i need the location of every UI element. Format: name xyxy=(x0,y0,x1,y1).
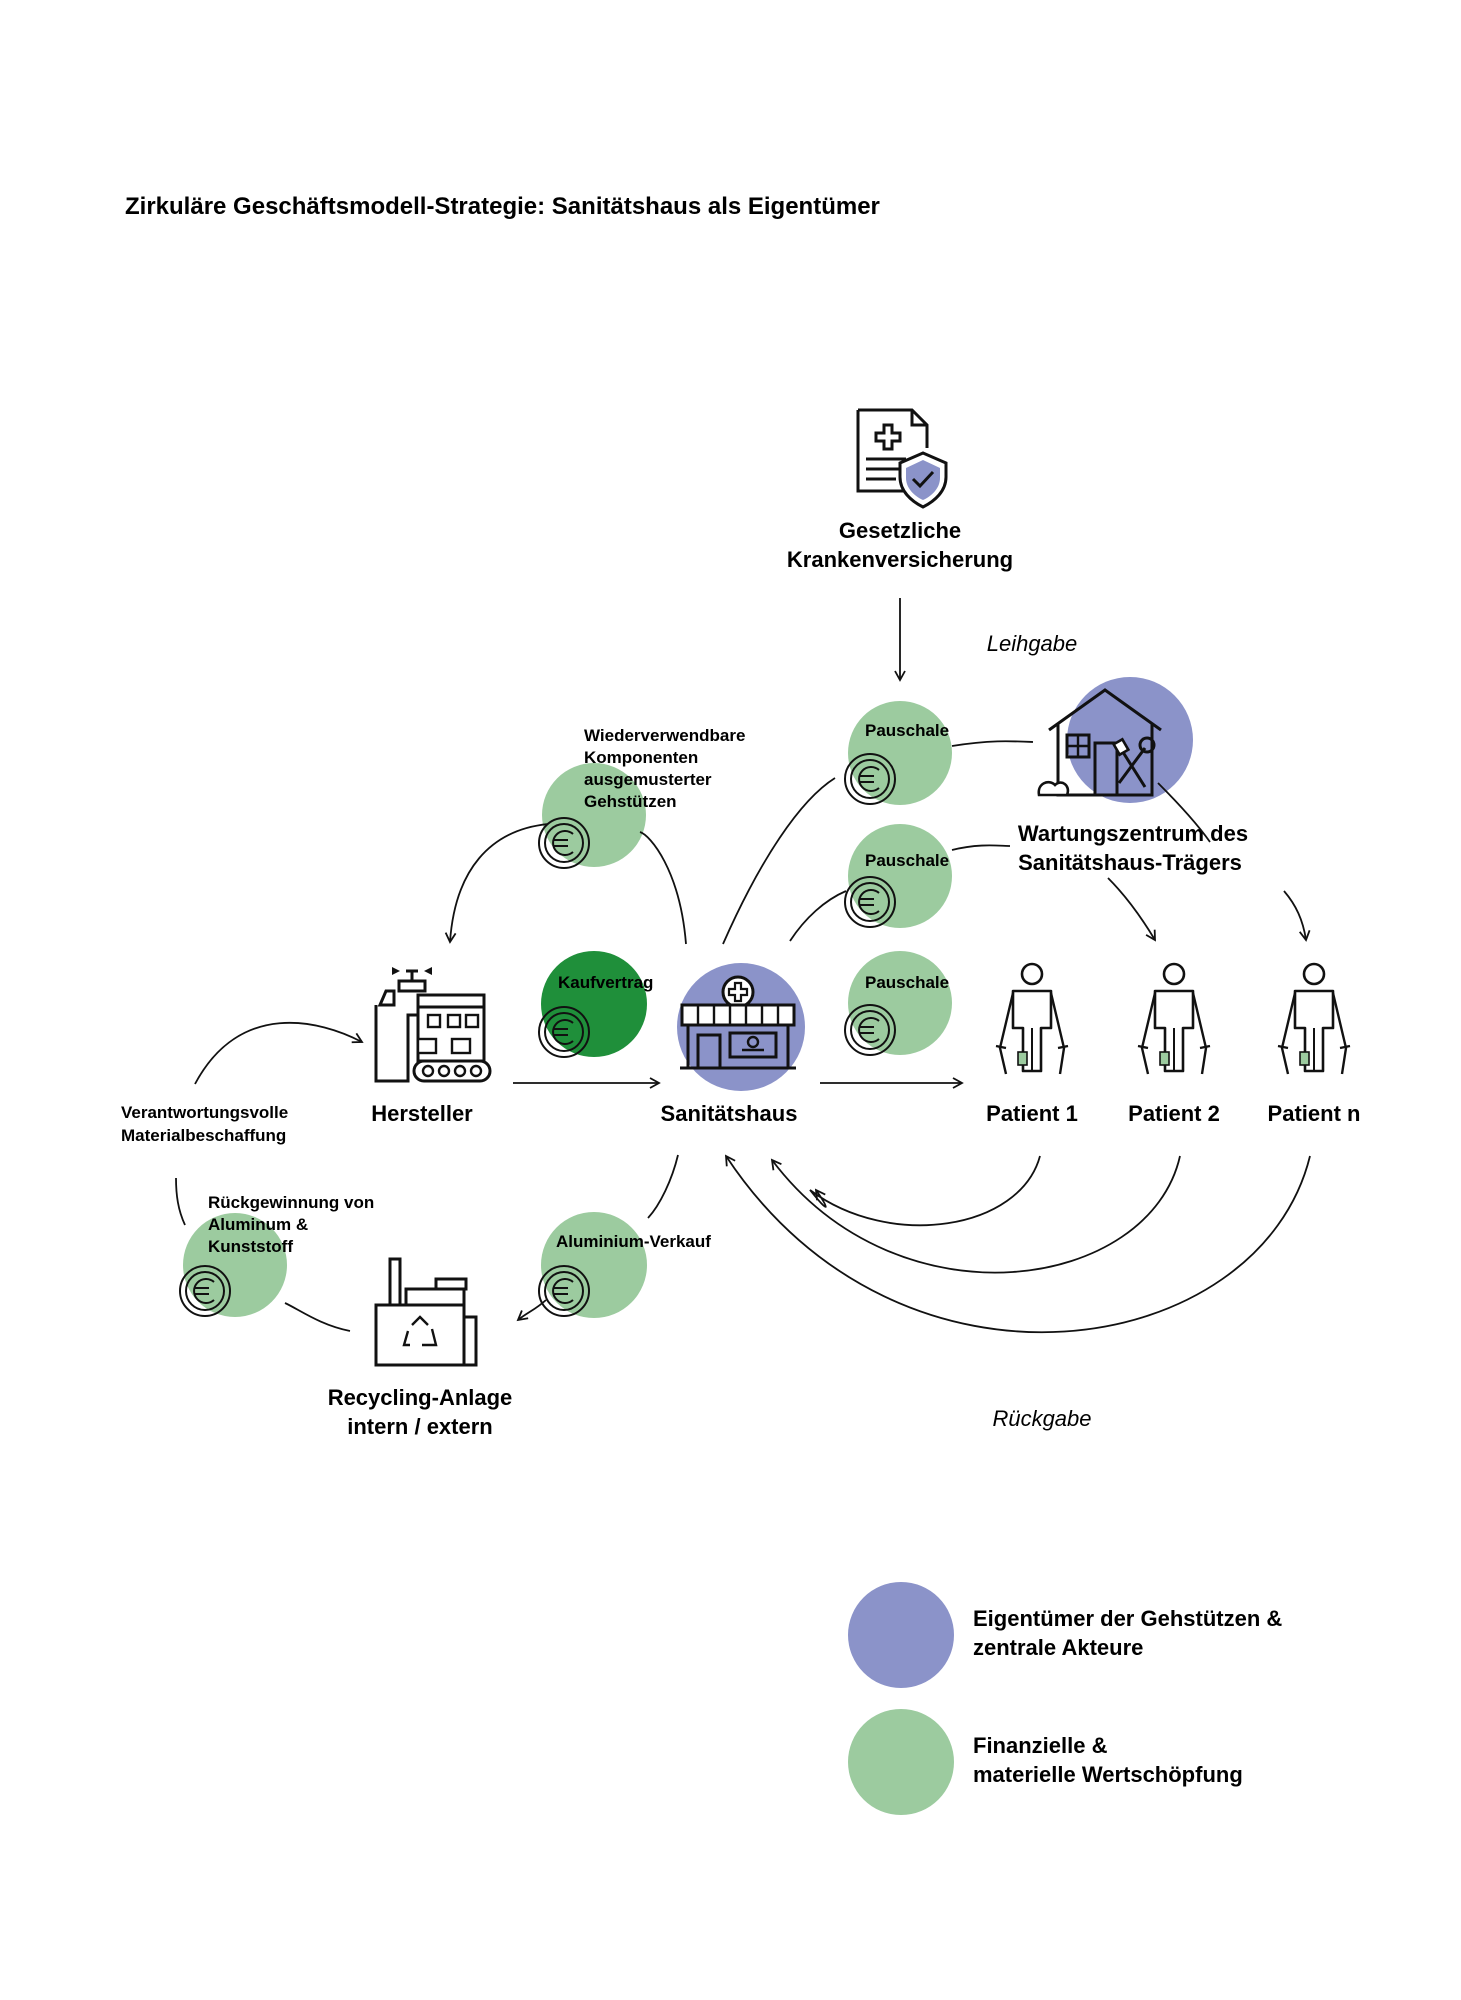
aluminium-verkauf-label: Aluminium-Verkauf xyxy=(556,1232,711,1251)
aluminium-verkauf-circle xyxy=(541,1212,647,1318)
leihgabe-label: Leihgabe xyxy=(987,631,1078,656)
reusable-components-line2: Komponenten xyxy=(584,748,698,767)
reusable-components-line3: ausgemusterter xyxy=(584,770,712,789)
service-center-label-line2: Sanitätshaus-Trägers xyxy=(1018,850,1242,875)
legend-value-swatch xyxy=(848,1709,954,1815)
recycling-label-line1: Recycling-Anlage xyxy=(328,1385,513,1410)
factory-icon xyxy=(374,967,492,1083)
pauschale-2-circle xyxy=(848,824,952,928)
reusable-components-line1: Wiederverwendbare xyxy=(584,726,745,745)
recycling-label-line2: intern / extern xyxy=(347,1414,492,1439)
page-title: Zirkuläre Geschäftsmodell-Strategie: San… xyxy=(125,193,880,220)
responsible-sourcing-line2: Materialbeschaffung xyxy=(121,1126,286,1145)
medical-store-label: Sanitätshaus xyxy=(661,1101,798,1126)
service-center-label-line1: Wartungszentrum des xyxy=(1018,821,1248,846)
pauschale-1-label: Pauschale xyxy=(865,721,949,740)
rueckgewinnung-circle xyxy=(183,1213,287,1317)
service-center-owner-circle xyxy=(1067,677,1193,803)
patient-crutches-icon xyxy=(1136,962,1212,1076)
insurance-document-shield-icon xyxy=(856,408,948,509)
patient-crutches-icon xyxy=(1276,962,1352,1076)
recycling-plant-icon xyxy=(374,1257,478,1367)
manufacturer-label: Hersteller xyxy=(371,1101,473,1126)
pauschale-3-label: Pauschale xyxy=(865,973,949,992)
insurance-label-line2: Krankenversicherung xyxy=(787,547,1013,572)
legend-owner-line2: zentrale Akteure xyxy=(973,1635,1143,1660)
responsible-sourcing-line1: Verantwortungsvolle xyxy=(121,1103,288,1122)
flow-arrows xyxy=(175,740,1311,1334)
legend-owner-line1: Eigentümer der Gehstützen & xyxy=(973,1606,1282,1631)
kaufvertrag-circle xyxy=(541,951,647,1057)
patient-crutches-icon xyxy=(994,962,1070,1076)
legend-value-line2: materielle Wertschöpfung xyxy=(973,1762,1243,1787)
pauschale-1-circle xyxy=(848,701,952,805)
medical-store-owner-circle xyxy=(677,963,805,1091)
legend-owner-swatch xyxy=(848,1582,954,1688)
rueckgewinnung-line3: Kunststoff xyxy=(208,1237,293,1256)
legend-value-line1: Finanzielle & xyxy=(973,1733,1108,1758)
insurance-label-line1: Gesetzliche xyxy=(839,518,961,543)
service-house-tools-icon xyxy=(1037,688,1162,797)
reusable-components-line4: Gehstützen xyxy=(584,792,677,811)
medical-store-icon xyxy=(680,975,796,1070)
patient-n-label: Patient n xyxy=(1268,1101,1361,1126)
kaufvertrag-label: Kaufvertrag xyxy=(558,973,653,992)
rueckgewinnung-line1: Rückgewinnung von xyxy=(208,1193,374,1212)
rueckgewinnung-line2: Aluminum & xyxy=(208,1215,308,1234)
patient-2-label: Patient 2 xyxy=(1128,1101,1220,1126)
pauschale-3-circle xyxy=(848,951,952,1055)
rueckgabe-label: Rückgabe xyxy=(992,1406,1091,1431)
patient-1-label: Patient 1 xyxy=(986,1101,1078,1126)
pauschale-2-label: Pauschale xyxy=(865,851,949,870)
